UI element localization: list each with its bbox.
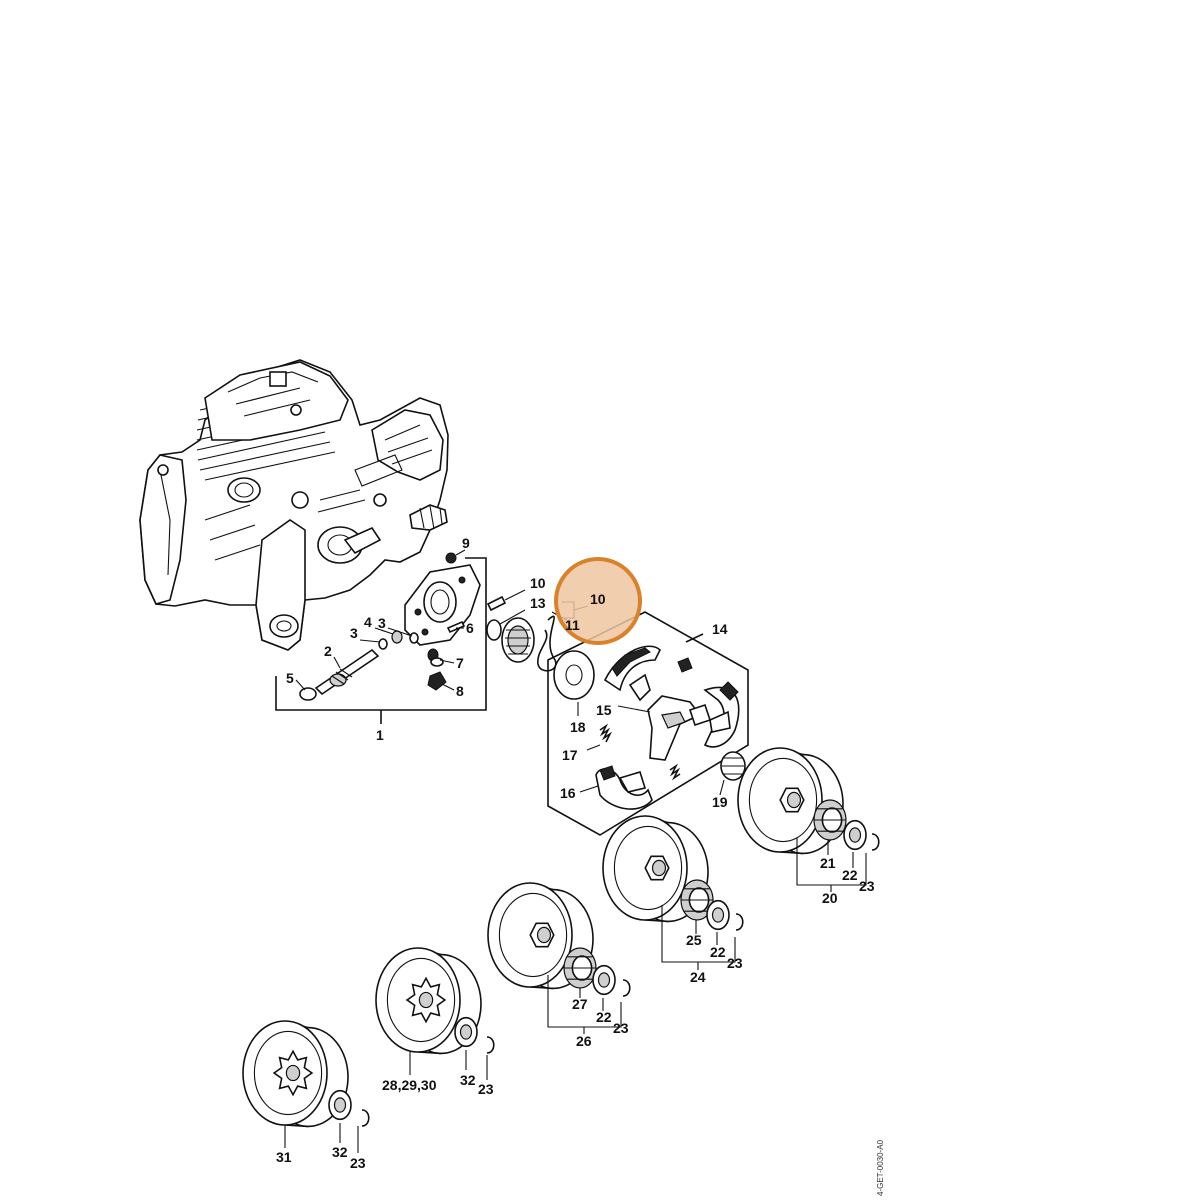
label-26: 26 [576,1033,592,1049]
sprocket-21 [813,799,847,841]
label-32b: 32 [332,1144,348,1160]
label-24: 24 [690,969,706,985]
label-8: 8 [456,683,464,699]
eclip-23-c [622,979,631,997]
oil-pump-group [275,549,487,724]
label-18: 18 [570,719,586,735]
label-9: 9 [462,535,470,551]
label-17: 17 [562,747,578,763]
washer-22-a [843,819,867,851]
label-3a: 3 [350,625,358,641]
sprocket-25 [680,879,714,921]
label-20: 20 [822,890,838,906]
highlight-marker [554,557,642,645]
washer-32-a [454,1016,478,1048]
label-25: 25 [686,932,702,948]
label-23b: 23 [727,955,743,971]
highlight-label: 10 [590,591,606,607]
label-22c: 22 [596,1009,612,1025]
eclip-23-a [871,833,880,851]
label-22a: 22 [842,867,858,883]
eclip-23-d [486,1036,495,1054]
label-15: 15 [596,702,612,718]
engine-block-drawing [139,359,449,651]
label-19: 19 [712,794,728,810]
label-13: 13 [530,595,546,611]
label-27: 27 [572,996,588,1012]
drum-31 [242,1020,349,1128]
clutch-drums [242,747,880,1153]
label-3b: 3 [378,615,386,631]
drawing-code: 4-GET-0030-A0 [876,1139,885,1196]
label-32a: 32 [460,1072,476,1088]
washer-22-b [706,899,730,931]
label-6: 6 [466,620,474,636]
label-7: 7 [456,655,464,671]
label-1: 1 [376,727,384,743]
label-10: 10 [530,575,546,591]
label-21: 21 [820,855,836,871]
label-5: 5 [286,670,294,686]
eclip-23-e [361,1109,370,1127]
label-2: 2 [324,643,332,659]
sprocket-27 [563,947,597,989]
label-22b: 22 [710,944,726,960]
label-282930: 28,29,30 [382,1077,437,1093]
label-4: 4 [364,614,372,630]
label-23d: 23 [478,1081,494,1097]
label-23c: 23 [613,1020,629,1036]
label-31: 31 [276,1149,292,1165]
label-23a: 23 [859,878,875,894]
clutch-assembly [547,611,749,836]
label-14: 14 [712,621,728,637]
washer-22-c [592,964,616,996]
part-labels: 1233456789101314151617181920212223242522… [276,535,875,1171]
eclip-23-b [735,913,744,931]
label-23e: 23 [350,1155,366,1171]
label-12-over: 11 [565,617,580,633]
label-16: 16 [560,785,576,801]
washer-32-b [328,1089,352,1121]
